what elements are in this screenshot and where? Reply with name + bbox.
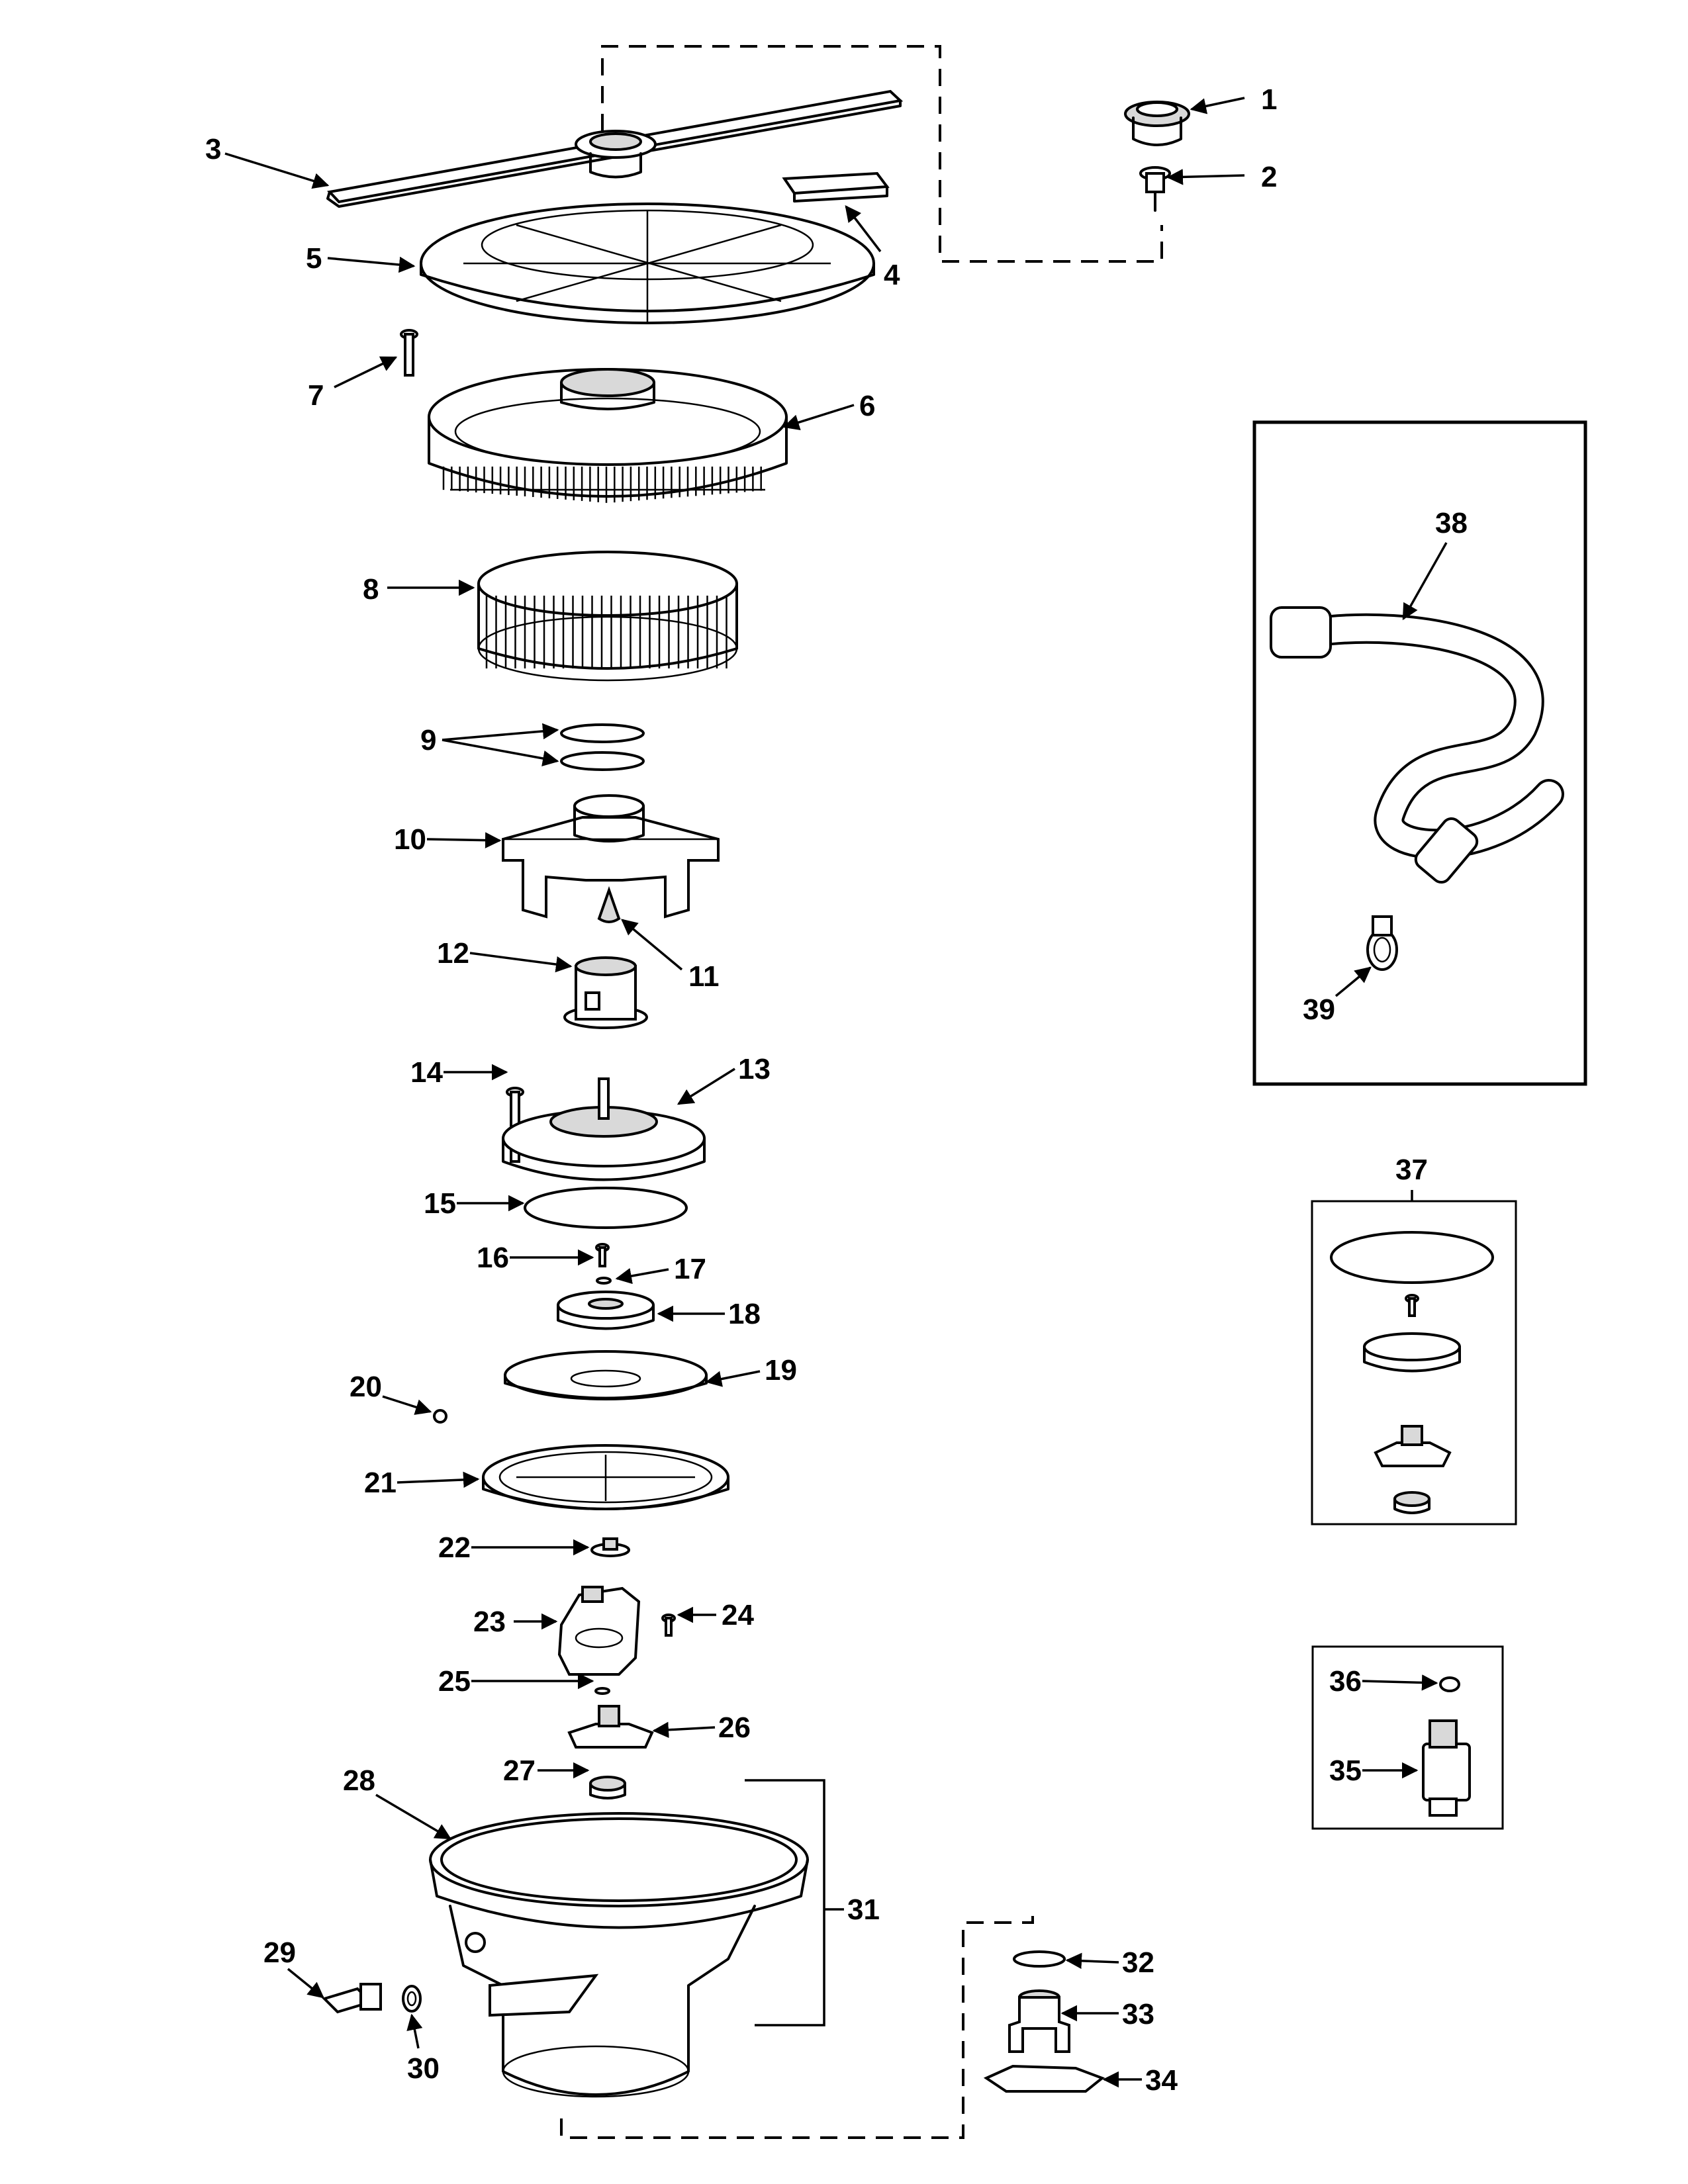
part-1-hub xyxy=(1124,101,1190,146)
callout-7: 7 xyxy=(308,379,324,412)
callout-20: 20 xyxy=(350,1371,382,1403)
callout-1: 1 xyxy=(1261,83,1277,116)
callout-labels: 1 2 3 4 5 6 7 8 9 10 11 12 13 14 15 16 1… xyxy=(205,83,1468,2097)
part-10-spider xyxy=(502,794,720,919)
callout-9: 9 xyxy=(420,724,436,756)
part-22-cap xyxy=(590,1537,630,1557)
part-6-filter-housing xyxy=(428,368,788,503)
callout-25: 25 xyxy=(438,1665,471,1698)
callout-35: 35 xyxy=(1329,1754,1362,1787)
part-20-ball xyxy=(433,1409,447,1424)
dashed-group-line-bottom xyxy=(560,1916,1034,2139)
part-37-kit-contents xyxy=(1330,1231,1494,1514)
part-36-o-ring xyxy=(1439,1676,1460,1692)
callout-5: 5 xyxy=(306,242,322,275)
callout-36: 36 xyxy=(1329,1665,1362,1698)
part-23-chopper-plate xyxy=(557,1586,641,1676)
part-38-drain-hose xyxy=(1270,606,1564,884)
part-26-hub xyxy=(567,1705,654,1749)
callout-18: 18 xyxy=(728,1298,761,1330)
part-25-washer xyxy=(594,1687,610,1695)
part-19-plate xyxy=(504,1350,708,1400)
callout-10: 10 xyxy=(394,823,426,856)
callout-24: 24 xyxy=(722,1599,754,1631)
bracket-31 xyxy=(745,1779,825,2026)
part-17-washer xyxy=(596,1277,612,1285)
callout-39: 39 xyxy=(1303,993,1335,1026)
callout-6: 6 xyxy=(859,390,875,422)
callout-22: 22 xyxy=(438,1531,471,1564)
part-11-cone xyxy=(597,886,621,923)
part-18-impeller xyxy=(557,1291,655,1330)
part-24-screw xyxy=(661,1614,676,1637)
callout-37: 37 xyxy=(1395,1154,1428,1186)
callout-12: 12 xyxy=(437,937,469,970)
part-35-sensor xyxy=(1422,1719,1471,1817)
callout-19: 19 xyxy=(765,1354,797,1387)
dashed-group-line-top xyxy=(601,45,1163,263)
part-15-gasket xyxy=(524,1187,688,1229)
callout-23: 23 xyxy=(473,1606,506,1638)
part-5-filter-cover xyxy=(420,203,875,324)
callout-28: 28 xyxy=(343,1764,375,1797)
leader-lines xyxy=(224,97,1448,2088)
callout-2: 2 xyxy=(1261,161,1277,193)
callout-31: 31 xyxy=(847,1893,880,1926)
part-32-o-ring xyxy=(1013,1950,1066,1968)
part-7-screw xyxy=(400,329,418,377)
part-13-motor-housing xyxy=(502,1077,706,1181)
part-16-screw xyxy=(595,1243,610,1267)
part-4-bracket xyxy=(782,171,890,203)
sensor-kit-box xyxy=(1311,1645,1504,1830)
part-2-nozzle xyxy=(1139,166,1171,212)
callout-15: 15 xyxy=(424,1187,456,1220)
part-9-ring-b xyxy=(560,751,645,771)
callout-26: 26 xyxy=(718,1711,751,1744)
callout-11: 11 xyxy=(688,960,720,993)
callout-14: 14 xyxy=(410,1056,443,1089)
part-34-mount-plate xyxy=(983,2064,1105,2093)
callout-27: 27 xyxy=(503,1754,536,1787)
callout-38: 38 xyxy=(1435,507,1468,539)
callout-32: 32 xyxy=(1122,1946,1154,1979)
part-21-chopper-housing xyxy=(482,1444,729,1510)
part-30-grommet xyxy=(402,1985,422,2013)
callout-8: 8 xyxy=(363,573,379,606)
callout-16: 16 xyxy=(477,1242,509,1274)
hose-kit-box xyxy=(1252,420,1587,1086)
callout-30: 30 xyxy=(407,2052,440,2085)
callout-33: 33 xyxy=(1122,1998,1154,2030)
part-29-valve xyxy=(322,1983,382,2014)
part-33-check-valve xyxy=(1008,1989,1070,2053)
callout-34: 34 xyxy=(1145,2064,1178,2097)
callout-21: 21 xyxy=(364,1467,397,1499)
part-3-spray-arm xyxy=(326,89,904,208)
part-9-ring-a xyxy=(560,723,645,743)
callout-13: 13 xyxy=(738,1053,771,1085)
part-27-seal xyxy=(589,1776,626,1799)
impeller-kit-box xyxy=(1311,1200,1517,1525)
part-39-hose-clamp xyxy=(1366,915,1398,971)
callout-29: 29 xyxy=(263,1936,296,1969)
callout-4: 4 xyxy=(884,259,900,291)
part-8-mesh-filter xyxy=(477,551,738,682)
part-28-31-sump-assembly xyxy=(429,1812,809,2098)
part-12-cartridge xyxy=(563,956,648,1029)
callout-3: 3 xyxy=(205,133,221,165)
callout-17: 17 xyxy=(674,1253,706,1285)
